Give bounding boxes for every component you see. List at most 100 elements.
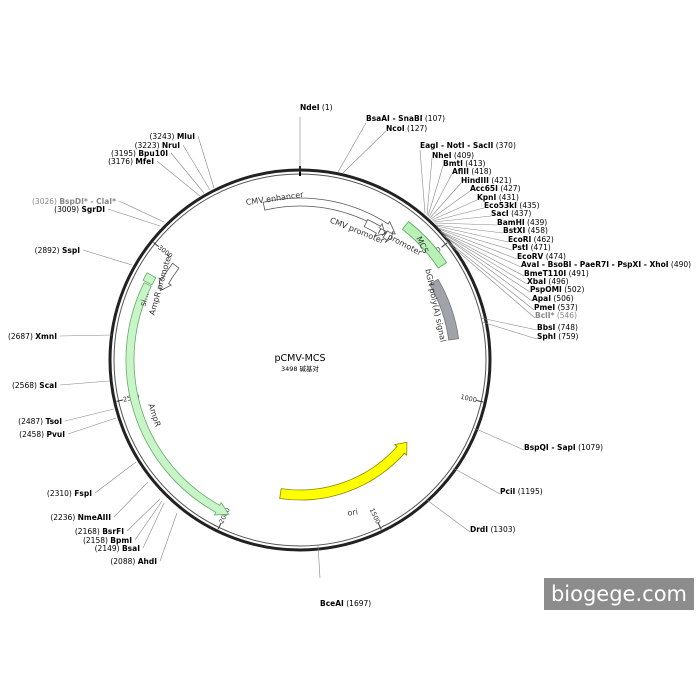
site-leader-line bbox=[67, 417, 117, 435]
site-label: BbsI (748) bbox=[537, 323, 578, 332]
site-position: (3243) bbox=[150, 132, 177, 141]
site-name: DrdI bbox=[470, 525, 488, 534]
site-position: (1303) bbox=[488, 525, 515, 534]
site-position: (427) bbox=[498, 184, 521, 193]
site-leader-line bbox=[437, 227, 513, 251]
site-name: BclI* bbox=[535, 311, 555, 320]
site-label: Acc65I (427) bbox=[470, 184, 521, 193]
site-leader-line bbox=[197, 135, 215, 189]
site-name: TsoI bbox=[45, 417, 62, 426]
feature-cmv-enhancer bbox=[262, 197, 396, 235]
site-leader-line bbox=[64, 408, 115, 422]
site-label: PspOMI (502) bbox=[530, 285, 584, 294]
site-position: (2458) bbox=[19, 430, 46, 439]
site-name: BmeT110I bbox=[524, 269, 566, 278]
site-position: (1195) bbox=[515, 487, 542, 496]
site-position: (506) bbox=[551, 294, 574, 303]
site-position: (409) bbox=[452, 151, 475, 160]
site-name: BspQI - SapI bbox=[524, 443, 576, 452]
site-position: (1697) bbox=[344, 599, 371, 608]
site-leader-line bbox=[342, 130, 387, 174]
site-leader-line bbox=[438, 228, 518, 260]
site-name: BsrFI bbox=[102, 527, 124, 536]
site-position: (471) bbox=[528, 243, 551, 252]
site-leader-line bbox=[59, 380, 110, 386]
site-name: FspI bbox=[74, 489, 92, 498]
site-position: (502) bbox=[562, 285, 585, 294]
site-leader-line bbox=[337, 122, 367, 173]
site-leader-line bbox=[429, 182, 462, 219]
site-leader-line bbox=[480, 317, 538, 331]
site-position: (462) bbox=[531, 235, 554, 244]
site-name: MfeI bbox=[135, 157, 154, 166]
site-leader-line bbox=[59, 334, 113, 337]
site-position: (439) bbox=[525, 218, 548, 227]
site-name: BbsI bbox=[537, 323, 556, 332]
site-label: EcoRI (462) bbox=[508, 235, 554, 244]
site-label: PstI (471) bbox=[512, 243, 551, 252]
site-label: (2687) XmnI bbox=[8, 332, 57, 341]
site-leader-line bbox=[434, 222, 498, 226]
site-position: (418) bbox=[469, 167, 492, 176]
site-label: BamHI (439) bbox=[497, 218, 547, 227]
site-name: ScaI bbox=[39, 381, 57, 390]
site-label: Eco53kI (435) bbox=[484, 201, 540, 210]
site-label: EagI - NotI - SacII (370) bbox=[420, 141, 516, 150]
site-leader-line bbox=[481, 321, 538, 340]
site-label: PciI (1195) bbox=[500, 487, 543, 496]
site-name: XbaI bbox=[527, 277, 546, 286]
site-label: KpnI (431) bbox=[477, 193, 519, 202]
site-label: (2892) SspI bbox=[35, 246, 81, 255]
site-name: AhdI bbox=[138, 557, 158, 566]
site-leader-line bbox=[426, 499, 471, 533]
site-label: (3223) NruI bbox=[135, 141, 181, 150]
tick-mark bbox=[441, 242, 448, 248]
site-leader-line bbox=[426, 157, 433, 216]
tick-mark bbox=[153, 241, 160, 248]
site-position: (458) bbox=[525, 226, 548, 235]
site-position: (2310) bbox=[47, 489, 74, 498]
site-leader-line bbox=[433, 215, 492, 223]
site-label: SphI (759) bbox=[537, 332, 579, 341]
site-label: (2088) AhdI bbox=[110, 557, 157, 566]
feature-ampr-promoter bbox=[158, 262, 180, 292]
site-name: BamHI bbox=[497, 218, 525, 227]
site-position: (421) bbox=[489, 176, 512, 185]
site-leader-line bbox=[182, 144, 211, 191]
site-label: BsaAI - SnaBI (107) bbox=[366, 114, 445, 123]
feature-label-ori: ori bbox=[347, 507, 359, 517]
site-position: (546) bbox=[554, 311, 577, 320]
feature-si bbox=[142, 272, 157, 286]
plasmid-size: 3498 碱基对 bbox=[281, 364, 320, 373]
site-name: EcoRI bbox=[508, 235, 531, 244]
site-leader-line bbox=[443, 235, 533, 302]
site-name: AflII bbox=[452, 167, 469, 176]
site-label: BmtI (413) bbox=[443, 159, 486, 168]
site-position: (759) bbox=[556, 332, 579, 341]
site-position: (2149) bbox=[95, 544, 122, 553]
site-position: (437) bbox=[509, 209, 532, 218]
site-name: NcoI bbox=[386, 124, 405, 133]
site-position: (496) bbox=[546, 277, 569, 286]
site-position: (127) bbox=[405, 124, 428, 133]
site-label: (3026) BspDI* - ClaI* bbox=[32, 197, 116, 206]
site-position: (3009) bbox=[54, 205, 81, 214]
site-name: SacI bbox=[491, 209, 509, 218]
site-leader-line bbox=[107, 208, 161, 227]
site-leader-line bbox=[142, 502, 165, 549]
site-position: (2568) bbox=[12, 381, 39, 390]
site-position: (370) bbox=[493, 141, 516, 150]
site-position: (1) bbox=[320, 103, 333, 112]
site-leader-line bbox=[170, 152, 205, 194]
site-position: (3026) bbox=[32, 197, 59, 206]
site-leader-line bbox=[430, 190, 471, 220]
site-leader-line bbox=[445, 239, 535, 311]
watermark-logo: biogege.com bbox=[544, 578, 694, 610]
site-position: (2892) bbox=[35, 246, 62, 255]
site-name: PspOMI bbox=[530, 285, 562, 294]
feature-ampr bbox=[125, 282, 230, 516]
site-name: PvuI bbox=[46, 430, 65, 439]
site-label: BstXI (458) bbox=[503, 226, 548, 235]
site-name: BstXI bbox=[503, 226, 526, 235]
site-label: (2458) PvuI bbox=[19, 430, 65, 439]
